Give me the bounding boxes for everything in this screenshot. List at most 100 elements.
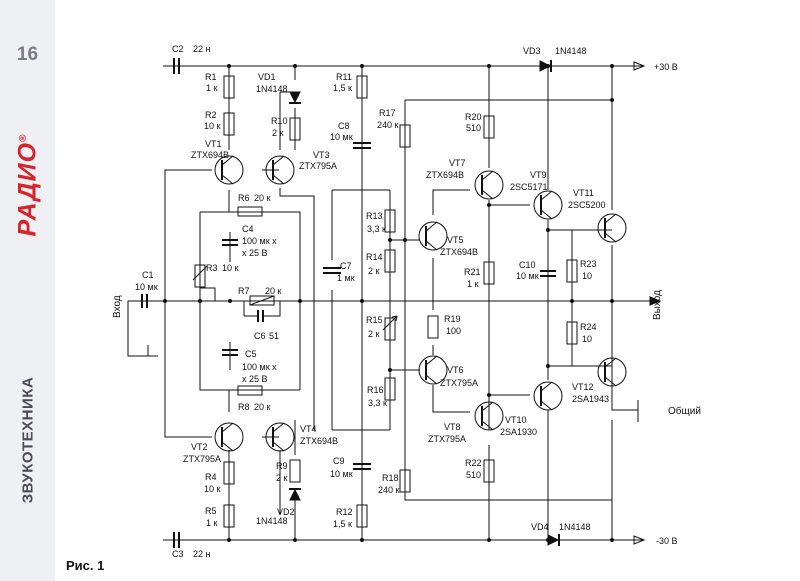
label-r15v: 2 к <box>368 329 380 339</box>
label-c5v1: 100 мк x <box>242 362 277 372</box>
label-c5v2: x 25 В <box>242 374 268 384</box>
label-vt8t: ZTX795A <box>428 434 466 444</box>
label-minus30: -30 В <box>656 536 678 546</box>
label-vt6t: ZTX795A <box>440 378 478 388</box>
label-vd3: VD3 <box>523 46 541 56</box>
label-c4v1: 100 мк x <box>242 236 277 246</box>
label-c3v: 22 н <box>193 549 211 559</box>
label-vt10t: 2SA1930 <box>500 427 537 437</box>
label-r24: R24 <box>580 322 597 332</box>
label-r9v: 2 к <box>276 473 288 483</box>
label-r3: R3 <box>206 263 218 273</box>
label-r19v: 100 <box>446 326 461 336</box>
label-r23v: 10 <box>582 271 592 281</box>
label-c4v2: x 25 В <box>242 248 268 258</box>
label-r16: R16 <box>367 385 384 395</box>
label-vd3t: 1N4148 <box>555 46 587 56</box>
figure-caption: Рис. 1 <box>66 558 105 573</box>
label-r11: R11 <box>336 72 352 82</box>
label-r20v: 510 <box>466 123 481 133</box>
label-r4v: 10 к <box>204 484 221 494</box>
label-r3v: 10 к <box>222 263 239 273</box>
label-r14: R14 <box>366 252 383 262</box>
label-r14v: 2 к <box>368 266 380 276</box>
label-r19: R19 <box>444 314 461 324</box>
label-vd4: VD4 <box>531 522 549 532</box>
label-r8: R8 <box>238 402 250 412</box>
label-r18: R18 <box>382 473 399 483</box>
label-r2: R2 <box>205 110 217 120</box>
sidebar: 16 РАДИО® ЗВУКОТЕХНИКА <box>0 0 55 581</box>
label-vd2: VD2 <box>277 507 295 517</box>
label-c1: C1 <box>142 270 154 280</box>
label-r7: R7 <box>238 286 250 296</box>
label-r11v: 1,5 к <box>333 83 352 93</box>
label-c8v: 10 мк <box>330 132 353 142</box>
label-c3: C3 <box>172 549 184 559</box>
label-vt12t: 2SA1943 <box>572 394 609 404</box>
label-c2v: 22 н <box>193 44 211 54</box>
label-vt2: VT2 <box>191 442 208 452</box>
label-plus30: +30 В <box>654 62 678 72</box>
page-number: 16 <box>16 44 39 65</box>
rail-capacitors <box>141 58 556 548</box>
label-r20: R20 <box>465 112 482 122</box>
label-c8: C8 <box>338 121 350 131</box>
label-vt4t: ZTX694B <box>300 436 338 446</box>
label-r10v: 2 к <box>272 128 284 138</box>
label-vt5t: ZTX694B <box>440 247 478 257</box>
label-r7v: 20 к <box>265 286 282 296</box>
label-r12: R12 <box>336 507 353 517</box>
label-r18v: 240 к <box>378 485 400 495</box>
label-r13: R13 <box>366 211 383 221</box>
label-r13v: 3,3 к <box>367 224 386 234</box>
label-r21: R21 <box>464 267 481 277</box>
diodes <box>289 60 560 546</box>
label-r1: R1 <box>205 72 217 82</box>
label-vt1: VT1 <box>205 139 222 149</box>
label-c9v: 10 мк <box>330 469 353 479</box>
label-c5: C5 <box>245 349 257 359</box>
label-r9: R9 <box>276 461 288 471</box>
label-r8v: 20 к <box>254 402 271 412</box>
label-c10v: 10 мк <box>516 271 539 281</box>
label-vt1t: ZTX694B <box>191 150 229 160</box>
label-r16v: 3,3 к <box>368 398 387 408</box>
label-vt11: VT11 <box>573 188 594 198</box>
transistors <box>214 155 627 452</box>
label-common: Общий <box>668 405 701 417</box>
label-r5v: 1 к <box>206 518 218 528</box>
label-vt6: VT6 <box>447 365 464 375</box>
label-r15: R15 <box>366 315 383 325</box>
label-vd1t: 1N4148 <box>256 84 288 94</box>
label-r22v: 510 <box>466 470 481 480</box>
label-c2: C2 <box>172 44 184 54</box>
label-vt4: VT4 <box>300 424 317 434</box>
label-r21v: 1 к <box>467 279 479 289</box>
label-r23: R23 <box>580 259 597 269</box>
junction-dots <box>163 64 614 542</box>
label-c4: C4 <box>242 224 254 234</box>
label-c1v: 10 мк <box>135 282 158 292</box>
label-vt5: VT5 <box>447 235 464 245</box>
label-c6v: 51 <box>269 331 279 341</box>
label-c10: C10 <box>519 260 536 270</box>
label-r12v: 1,5 к <box>333 519 352 529</box>
label-vt9t: 2SC5171 <box>510 182 548 192</box>
label-vt3: VT3 <box>313 150 330 160</box>
label-r17: R17 <box>379 108 396 118</box>
label-vd1: VD1 <box>258 72 276 82</box>
label-r6v: 20 к <box>254 193 271 203</box>
label-c7: C7 <box>340 261 352 271</box>
label-vd2t: 1N4148 <box>256 516 288 526</box>
label-vt2t: ZTX795A <box>183 454 221 464</box>
label-r22: R22 <box>465 458 482 468</box>
label-input: Вход <box>112 295 123 318</box>
label-r24v: 10 <box>582 334 592 344</box>
label-r17v: 240 к <box>377 120 399 130</box>
label-r4: R4 <box>205 472 217 482</box>
label-vt8: VT8 <box>444 422 461 432</box>
label-vt11t: 2SC5200 <box>568 200 606 210</box>
